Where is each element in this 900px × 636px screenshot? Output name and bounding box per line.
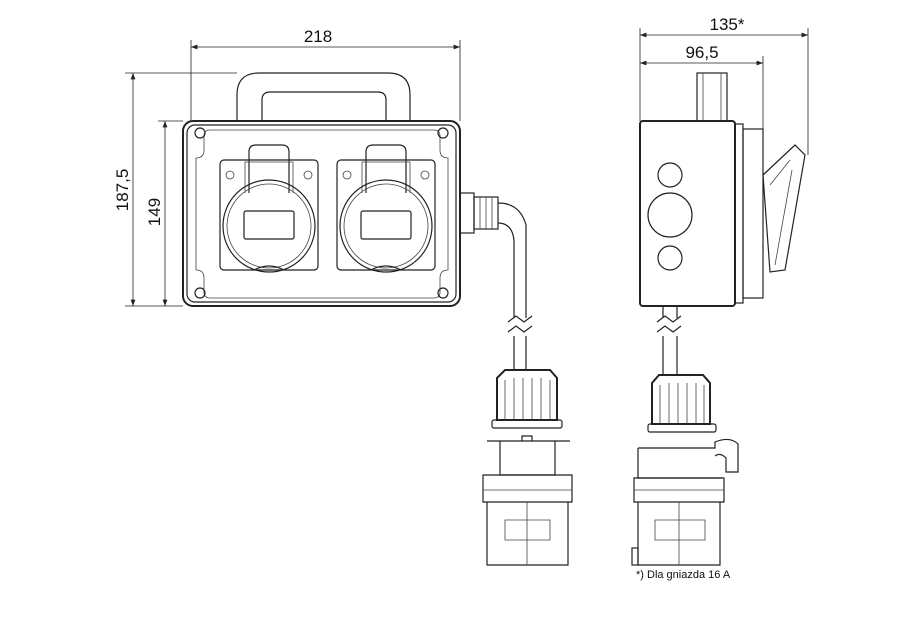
dim-height-149: 149 [145, 198, 164, 226]
front-view [182, 72, 573, 566]
side-view [631, 72, 806, 566]
cable-gland [459, 192, 499, 234]
dim-depth-96-5: 96,5 [685, 43, 718, 62]
cable [497, 202, 527, 318]
footnote: *) Dla gniazda 16 A [636, 569, 731, 581]
side-dimensions: 135* 96,5 [639, 15, 809, 155]
handle [236, 72, 411, 121]
plug-side [631, 374, 739, 566]
socket-right [336, 144, 436, 273]
corner-screws [194, 127, 449, 299]
dim-depth-135: 135* [710, 15, 745, 34]
socket-left [219, 144, 319, 273]
dim-height-187-5: 187,5 [113, 169, 132, 212]
front-dimensions: 218 187,5 149 [113, 27, 461, 307]
side-housing [639, 120, 736, 307]
plug-front [482, 369, 573, 566]
dim-width-218: 218 [304, 27, 332, 46]
